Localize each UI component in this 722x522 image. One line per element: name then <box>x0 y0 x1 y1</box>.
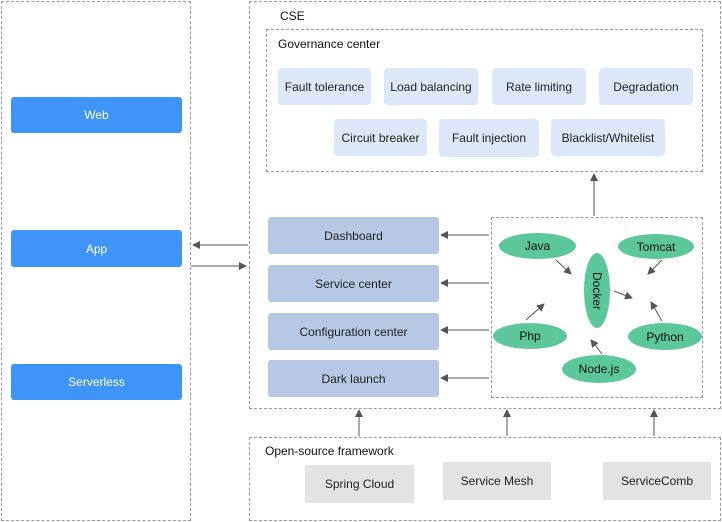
blacklist-whitelist-box: Blacklist/Whitelist <box>551 119 665 156</box>
dashboard-box: Dashboard <box>268 217 439 254</box>
runtime-box <box>491 217 703 398</box>
configuration-center-box: Configuration center <box>268 313 439 350</box>
docker-node: Docker <box>584 253 610 328</box>
php-to-docker-arrow <box>525 303 545 321</box>
cse-container <box>249 1 721 409</box>
service-center-box: Service center <box>268 265 439 302</box>
degradation-box: Degradation <box>599 68 693 105</box>
tomcat-to-docker-arrow <box>647 259 663 275</box>
python-to-docker-arrow <box>650 301 663 322</box>
app-client-box: App <box>11 230 182 267</box>
spring-cloud-box: Spring Cloud <box>305 465 414 503</box>
tomcat-node: Tomcat <box>618 234 694 259</box>
serverless-client-box: Serverless <box>11 364 182 400</box>
governance-center <box>266 29 703 172</box>
governance-center-title: Governance center <box>278 37 381 51</box>
nodejs-to-docker-arrow <box>590 339 603 355</box>
framework-panel <box>249 437 721 521</box>
client-panel <box>1 1 191 521</box>
fault-injection-box: Fault injection <box>439 119 539 157</box>
framework-title: Open-source framework <box>265 444 394 458</box>
docker-to-right-arrow <box>613 290 633 300</box>
nodejs-node: Node.js <box>562 355 636 383</box>
cse-title: CSE <box>280 9 305 23</box>
fault-tolerance-box: Fault tolerance <box>278 68 371 105</box>
servicecomb-box: ServiceComb <box>603 462 711 500</box>
java-to-docker-arrow <box>555 259 572 275</box>
java-node: Java <box>499 233 576 259</box>
python-node: Python <box>628 323 702 350</box>
service-mesh-box: Service Mesh <box>443 462 551 500</box>
rate-limiting-box: Rate limiting <box>492 68 586 105</box>
php-node: Php <box>493 323 567 349</box>
web-client-box: Web <box>11 97 182 133</box>
circuit-breaker-box: Circuit breaker <box>334 119 427 156</box>
load-balancing-box: Load balancing <box>384 68 478 105</box>
dark-launch-box: Dark launch <box>268 360 439 397</box>
